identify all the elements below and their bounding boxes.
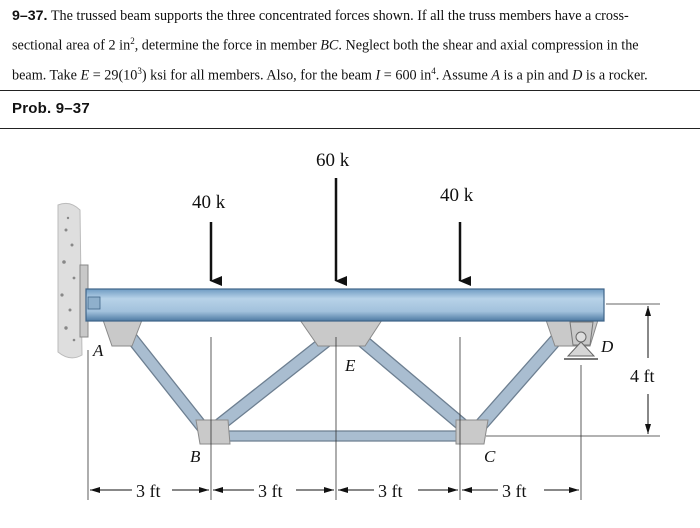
sup-area: 2 [130, 36, 135, 46]
truss-members [117, 321, 571, 442]
problem-line-1: 9–37. The trussed beam supports the thre… [12, 4, 696, 29]
problem-text-3b: = 29(10 [89, 67, 138, 84]
problem-text-2a: sectional area of 2 in [12, 37, 131, 54]
problem-number: 9–37. [12, 8, 48, 24]
problem-statement: 9–37. The trussed beam supports the thre… [12, 4, 696, 88]
height-label: 4 ft [630, 366, 655, 386]
load-arrows [209, 178, 471, 286]
point-label-a: A [92, 341, 104, 360]
problem-text-2c: . Neglect both the shear and axial compr… [338, 37, 639, 54]
problem-text-3d: = 600 in [380, 67, 432, 84]
member-bc: BC [320, 37, 339, 54]
point-label-e: E [344, 356, 356, 375]
problem-line-3: beam. Take E = 29(103) ksi for all membe… [12, 59, 696, 89]
sup-inertia: 4 [431, 65, 436, 76]
problem-text-3f: is a pin and [499, 67, 573, 84]
problem-text-3c: ) ksi for all members. Also, for the bea… [141, 67, 376, 84]
problem-text-3e: . Assume [435, 67, 492, 84]
symbol-e: E [80, 67, 90, 84]
load-label-3: 40 k [440, 185, 474, 206]
span-label-1: 3 ft [136, 481, 161, 501]
extension-lines [87, 303, 660, 500]
rocker-support-d [564, 321, 598, 360]
load-label-2: 60 k [316, 150, 350, 171]
point-label-b: B [190, 447, 201, 466]
sup-exp: 3 [137, 65, 142, 76]
point-label-c: C [484, 447, 496, 466]
problem-line-2: sectional area of 2 in2, determine the f… [12, 29, 696, 59]
problem-text-3a: beam. Take [12, 67, 81, 84]
wall-support [57, 202, 89, 359]
symbol-a: A [491, 67, 500, 84]
beam [85, 288, 605, 322]
bottom-rule [0, 128, 700, 129]
top-rule [0, 90, 700, 91]
span-label-2: 3 ft [258, 481, 283, 501]
span-label-4: 3 ft [502, 481, 527, 501]
problem-text-3g: is a rocker. [582, 67, 648, 84]
load-label-1: 40 k [192, 192, 226, 213]
point-label-d: D [600, 337, 614, 356]
span-label-3: 3 ft [378, 481, 403, 501]
symbol-i: I [375, 67, 381, 84]
symbol-d: D [572, 67, 583, 84]
problem-text-2b: , determine the force in member [134, 37, 321, 54]
problem-text-1: The trussed beam supports the three conc… [50, 8, 629, 24]
prob-label: Prob. 9–37 [12, 100, 90, 117]
